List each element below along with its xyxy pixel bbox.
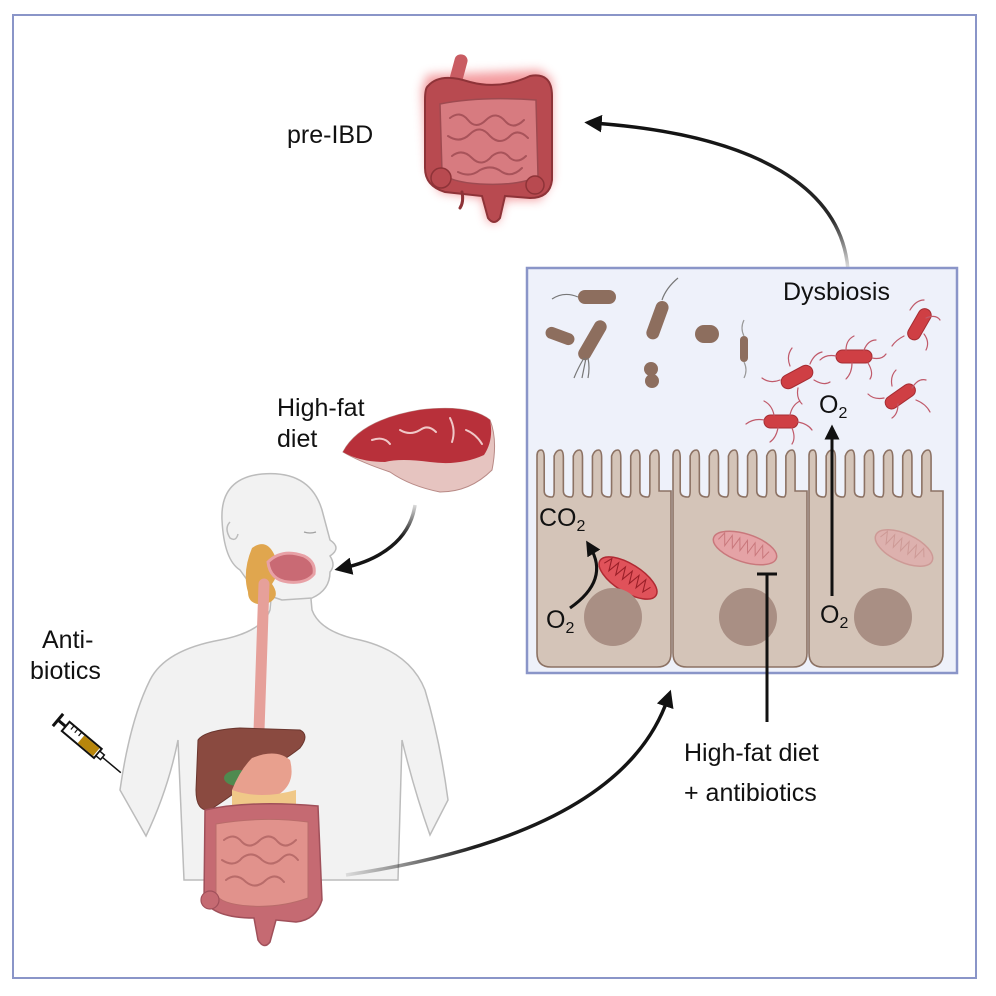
figure-frame (12, 14, 977, 979)
arrow-dysbiosis-to-preibd (584, 114, 850, 271)
antibiotics-line1: Anti- (42, 626, 94, 654)
colon-inflamed-icon (422, 54, 553, 223)
co2-base: CO (539, 504, 577, 532)
o2-label-cell3: O2 (820, 600, 848, 639)
combined-treatment-label: High-fat diet + antibiotics (684, 733, 819, 813)
pre-ibd-label: pre-IBD (287, 121, 374, 149)
co2-label: CO2 (539, 503, 585, 542)
o2-subscript: 2 (839, 615, 849, 632)
nucleus (854, 588, 912, 646)
o2-subscript: 2 (838, 405, 848, 422)
steak-icon (342, 407, 496, 493)
combined-line1: High-fat diet (684, 739, 819, 767)
syringe-icon (51, 712, 122, 774)
o2-base: O (546, 606, 566, 634)
human-digestive-system-icon (119, 472, 449, 947)
dysbiosis-label: Dysbiosis (783, 278, 890, 306)
antibiotics-line2: biotics (30, 657, 101, 685)
o2-subscript: 2 (565, 620, 575, 637)
arrow-diet-to-mouth (334, 504, 417, 575)
mitochondrion-inhibited (712, 530, 778, 566)
dysbiosis-inset (525, 266, 959, 722)
mitochondrion-active (598, 556, 658, 600)
arrow-o2-to-co2 (569, 540, 601, 610)
combined-line2: + antibiotics (684, 779, 817, 807)
o2-base: O (820, 601, 840, 629)
nucleus (719, 588, 777, 646)
mitochondrion-faded (874, 529, 934, 567)
arrow-human-to-inset (345, 689, 674, 877)
high-fat-diet-line2: diet (277, 425, 318, 453)
co2-subscript: 2 (576, 518, 586, 535)
high-fat-diet-line1: High-fat (277, 394, 365, 422)
nucleus (584, 588, 642, 646)
o2-label-cell1: O2 (546, 605, 574, 644)
pathobiont-bacteria (745, 299, 941, 445)
antibiotics-label: Anti- biotics (30, 625, 101, 687)
commensal-bacteria (545, 277, 748, 388)
o2-base: O (819, 391, 839, 419)
o2-label-lumen: O2 (819, 390, 847, 429)
high-fat-diet-label: High-fat diet (277, 393, 365, 455)
